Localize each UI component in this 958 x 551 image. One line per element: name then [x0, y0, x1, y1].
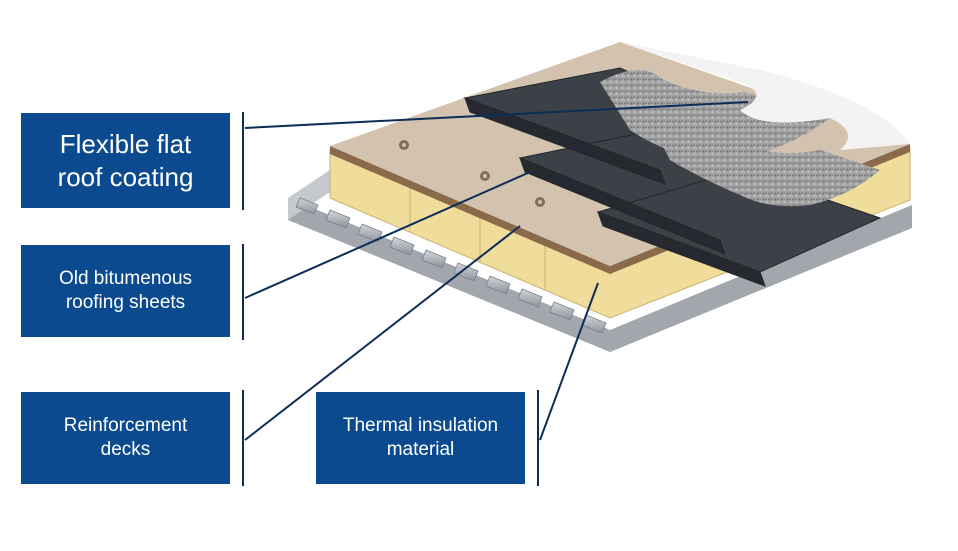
- label-brackets: [242, 112, 539, 486]
- label-reinforcement-line2: decks: [100, 439, 151, 460]
- label-coating-line2: roof coating: [57, 161, 194, 192]
- label-coating-line1: Flexible flat: [59, 129, 192, 159]
- gravel-layer: [600, 69, 880, 207]
- label-thermal-line2: material: [386, 439, 455, 460]
- label-old-bitumenous-roofing-sheets: Old bitumenous roofing sheets: [21, 245, 230, 337]
- label-thermal-line1: Thermal insulation: [342, 415, 499, 437]
- metal-deck: [288, 170, 912, 352]
- deck-corrugations: [295, 197, 607, 334]
- leader-line-reinforcement: [244, 225, 521, 441]
- top-white-layer: [620, 42, 910, 150]
- label-reinforcement-decks: Reinforcement decks: [21, 392, 230, 484]
- leader-line-bitumen: [244, 171, 531, 299]
- label-bitumen-line1: Old bitumenous: [58, 268, 193, 290]
- label-thermal-insulation-material: Thermal insulation material: [316, 392, 525, 484]
- label-reinforcement-line1: Reinforcement: [63, 415, 188, 437]
- label-flexible-flat-roof-coating: Flexible flat roof coating: [21, 113, 230, 208]
- leader-line-thermal: [539, 282, 599, 441]
- leader-line-coating: [244, 101, 749, 129]
- label-bitumen-line2: roofing sheets: [65, 292, 186, 313]
- leader-lines: [244, 101, 749, 441]
